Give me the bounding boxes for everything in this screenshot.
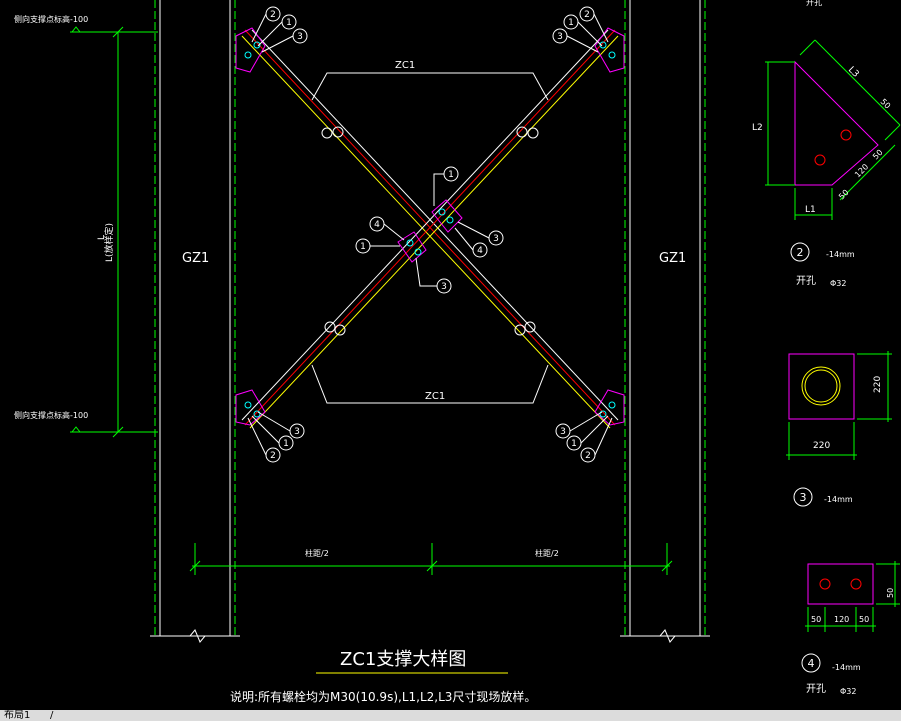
elev-bottom-label: 侧向支撑点标高-100 xyxy=(14,410,88,420)
plate2-L2: L2 xyxy=(752,123,763,133)
gusset-plate-tl xyxy=(235,27,266,73)
callout-2: 2 xyxy=(585,451,591,461)
span-half-right: 柱距/2 xyxy=(535,548,559,558)
column-left-label: GZ1 xyxy=(182,251,209,266)
callout-4: 4 xyxy=(374,220,380,230)
callout-1: 1 xyxy=(568,18,574,28)
plate3-detail: 220 220 3 -14mm xyxy=(786,351,892,507)
plate2-hole-label: 开孔 xyxy=(796,275,816,287)
callout-3: 3 xyxy=(297,32,303,42)
plate2-L1: L1 xyxy=(805,205,816,215)
dim-L-label: L xyxy=(97,235,107,240)
column-right-label: GZ1 xyxy=(659,251,686,266)
plate4-mark: 4 xyxy=(808,657,815,670)
callout-3: 3 xyxy=(493,234,499,244)
plate4-d50b: 50 xyxy=(859,615,869,624)
callout-4: 4 xyxy=(477,246,483,256)
elevation-dim xyxy=(70,26,158,438)
plate4-d120: 120 xyxy=(834,615,849,624)
callout-1: 1 xyxy=(360,242,366,252)
callout-3: 3 xyxy=(294,427,300,437)
plate2-hole-size: Φ32 xyxy=(830,279,846,288)
column-right-green xyxy=(624,0,706,636)
callout-numbers: 2 1 3 2 1 3 1 4 3 4 1 3 3 1 2 3 1 2 xyxy=(270,10,591,461)
callout-1: 1 xyxy=(571,439,577,449)
drawing-note: 说明:所有螺栓均为M30(10.9s),L1,L2,L3尺寸现场放样。 xyxy=(230,689,536,704)
callout-1: 1 xyxy=(448,170,454,180)
span-half-left: 柱距/2 xyxy=(305,548,329,558)
gusset-plate-br xyxy=(594,389,625,426)
column-right xyxy=(620,0,710,643)
plate3-thk: -14mm xyxy=(824,495,853,504)
plate4-hole-size: Φ32 xyxy=(840,687,856,696)
plate3-dim-w: 220 xyxy=(813,441,830,451)
splice-marks xyxy=(321,126,539,336)
callout-1: 1 xyxy=(283,439,289,449)
brace-bottom-label: ZC1 xyxy=(425,391,445,402)
drawing-title: ZC1支撑大样图 xyxy=(340,649,466,670)
callout-2: 2 xyxy=(270,451,276,461)
callout-1: 1 xyxy=(286,18,292,28)
center-plates xyxy=(397,199,463,263)
layout-tab[interactable]: 布局1 xyxy=(4,710,31,721)
brace-bottom-leader xyxy=(311,364,549,404)
dim-L-note: L(放样定) xyxy=(103,223,115,262)
plate3-dim-h: 220 xyxy=(873,376,883,393)
plate2-thk: -14mm xyxy=(826,250,855,259)
column-left-green xyxy=(154,0,236,636)
plate4-thk: -14mm xyxy=(832,663,861,672)
gusset-plate-bl xyxy=(235,389,266,426)
plate2-d50c: 50 xyxy=(837,188,851,202)
plate4-detail: 50 120 50 50 4 -14mm 开孔 Φ32 xyxy=(801,561,900,696)
tab-separator: / xyxy=(50,710,54,721)
plate2-detail: L2 L1 L3 50 50 120 50 2 -14mm 开孔 Φ32 xyxy=(752,39,901,288)
plate2-d50a: 50 xyxy=(879,97,893,111)
callout-3: 3 xyxy=(557,32,563,42)
status-bar: 布局1 / xyxy=(0,710,901,721)
callout-3: 3 xyxy=(441,282,447,292)
elev-top-label: 侧向支撑点标高-100 xyxy=(14,14,88,24)
callout-leaders xyxy=(247,13,613,456)
plate2-mark: 2 xyxy=(797,246,804,259)
plate4-d50v: 50 xyxy=(886,588,895,598)
plate2-L3: L3 xyxy=(846,65,861,80)
callout-3: 3 xyxy=(560,427,566,437)
brace-diagonal-2 xyxy=(241,29,619,429)
gusset-plate-tr xyxy=(594,27,625,73)
callout-2: 2 xyxy=(584,10,590,20)
brace-top-label: ZC1 xyxy=(395,60,415,71)
brace-top-leader xyxy=(311,72,549,101)
plate3-mark: 3 xyxy=(800,491,807,504)
top-partial: 开孔 xyxy=(806,0,822,7)
plate4-hole-label: 开孔 xyxy=(806,683,826,695)
callout-2: 2 xyxy=(270,10,276,20)
plate4-d50a: 50 xyxy=(811,615,821,624)
column-left xyxy=(150,0,240,643)
span-dim xyxy=(189,543,673,575)
